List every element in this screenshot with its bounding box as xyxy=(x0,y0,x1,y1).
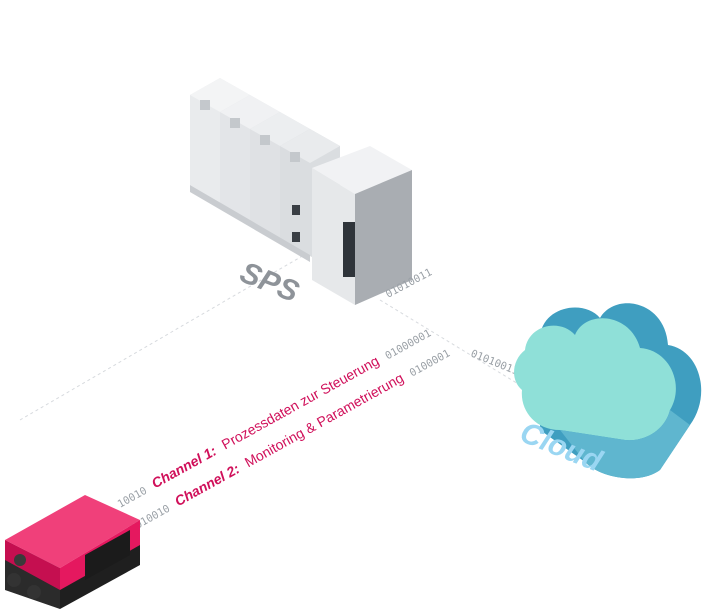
plc-rack xyxy=(190,78,412,305)
svg-text:1010010 Channel 2:: 1010010 Channel 2: Monitoring & Parametr… xyxy=(126,344,453,536)
connector-icon xyxy=(27,585,41,599)
channel-1-prefix-bits: 10010 xyxy=(116,485,149,511)
connector-icon xyxy=(7,573,21,587)
svg-text:10010 Channel 1: P: 10010 Channel 1: Prozessdaten zur Steuer… xyxy=(114,324,434,512)
sensor-device xyxy=(5,495,140,609)
channel-2-suffix-bits: 0100001 xyxy=(408,347,453,379)
channel-2-label: 1010010 Channel 2: Monitoring & Parametr… xyxy=(126,344,453,536)
connector-icon xyxy=(14,554,26,566)
channel-1-suffix-bits: 01000001 xyxy=(383,327,433,362)
sps-label: SPS xyxy=(235,256,303,309)
channel-1-label: 10010 Channel 1: Prozessdaten zur Steuer… xyxy=(114,324,434,512)
cloud-icon xyxy=(514,303,702,479)
bit-stream: 01010011 xyxy=(469,348,520,378)
connection-line xyxy=(19,239,331,421)
sensor-lens xyxy=(85,530,130,580)
plc-cpu xyxy=(312,146,412,305)
plc-base xyxy=(190,185,310,262)
